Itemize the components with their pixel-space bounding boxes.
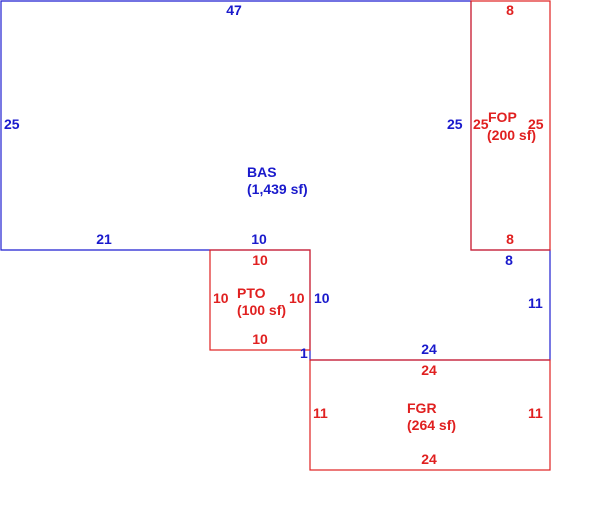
bas-top-dimension: 47 — [226, 2, 242, 18]
fop-outline — [470, 0, 551, 251]
fop-right-dimension: 25 — [528, 116, 544, 132]
fgr-code-label: FGR — [407, 400, 437, 416]
fgr-area-label: (264 sf) — [407, 417, 456, 433]
bas-bottom-dimension: 24 — [421, 341, 437, 357]
bas-left-dimension: 25 — [4, 116, 20, 132]
fop-top-dimension: 8 — [506, 2, 514, 18]
pto-bottom-dimension: 10 — [252, 331, 268, 347]
bas-notch-top-dimension: 10 — [251, 231, 267, 247]
bas-fop-bottom-dimension: 8 — [505, 252, 513, 268]
fgr-top-dimension: 24 — [421, 362, 437, 378]
pto-area-label: (100 sf) — [237, 302, 286, 318]
fop-code-label: FOP — [488, 109, 517, 125]
bas-step-dimension: 1 — [300, 345, 308, 361]
fgr-outline — [309, 359, 551, 471]
fgr-left-dimension: 11 — [313, 405, 328, 421]
bas-right-lower-dimension: 11 — [528, 295, 543, 311]
pto-right-dimension: 10 — [289, 290, 305, 306]
pto-top-dimension: 10 — [252, 252, 268, 268]
fop-area-label: (200 sf) — [487, 127, 536, 143]
bas-notch-side-dimension: 10 — [314, 290, 330, 306]
bas-fop-side-dimension: 25 — [447, 116, 463, 132]
fgr-bottom-dimension: 24 — [421, 451, 437, 467]
bas-bottom-left-dimension: 21 — [96, 231, 112, 247]
fop-bottom-dimension: 8 — [506, 231, 514, 247]
pto-code-label: PTO — [237, 285, 266, 301]
fop-left-dimension: 25 — [473, 116, 489, 132]
bas-code-label: BAS — [247, 164, 277, 180]
fgr-right-dimension: 11 — [528, 405, 543, 421]
pto-outline — [209, 249, 311, 351]
bas-area-label: (1,439 sf) — [247, 181, 308, 197]
pto-left-dimension: 10 — [213, 290, 229, 306]
